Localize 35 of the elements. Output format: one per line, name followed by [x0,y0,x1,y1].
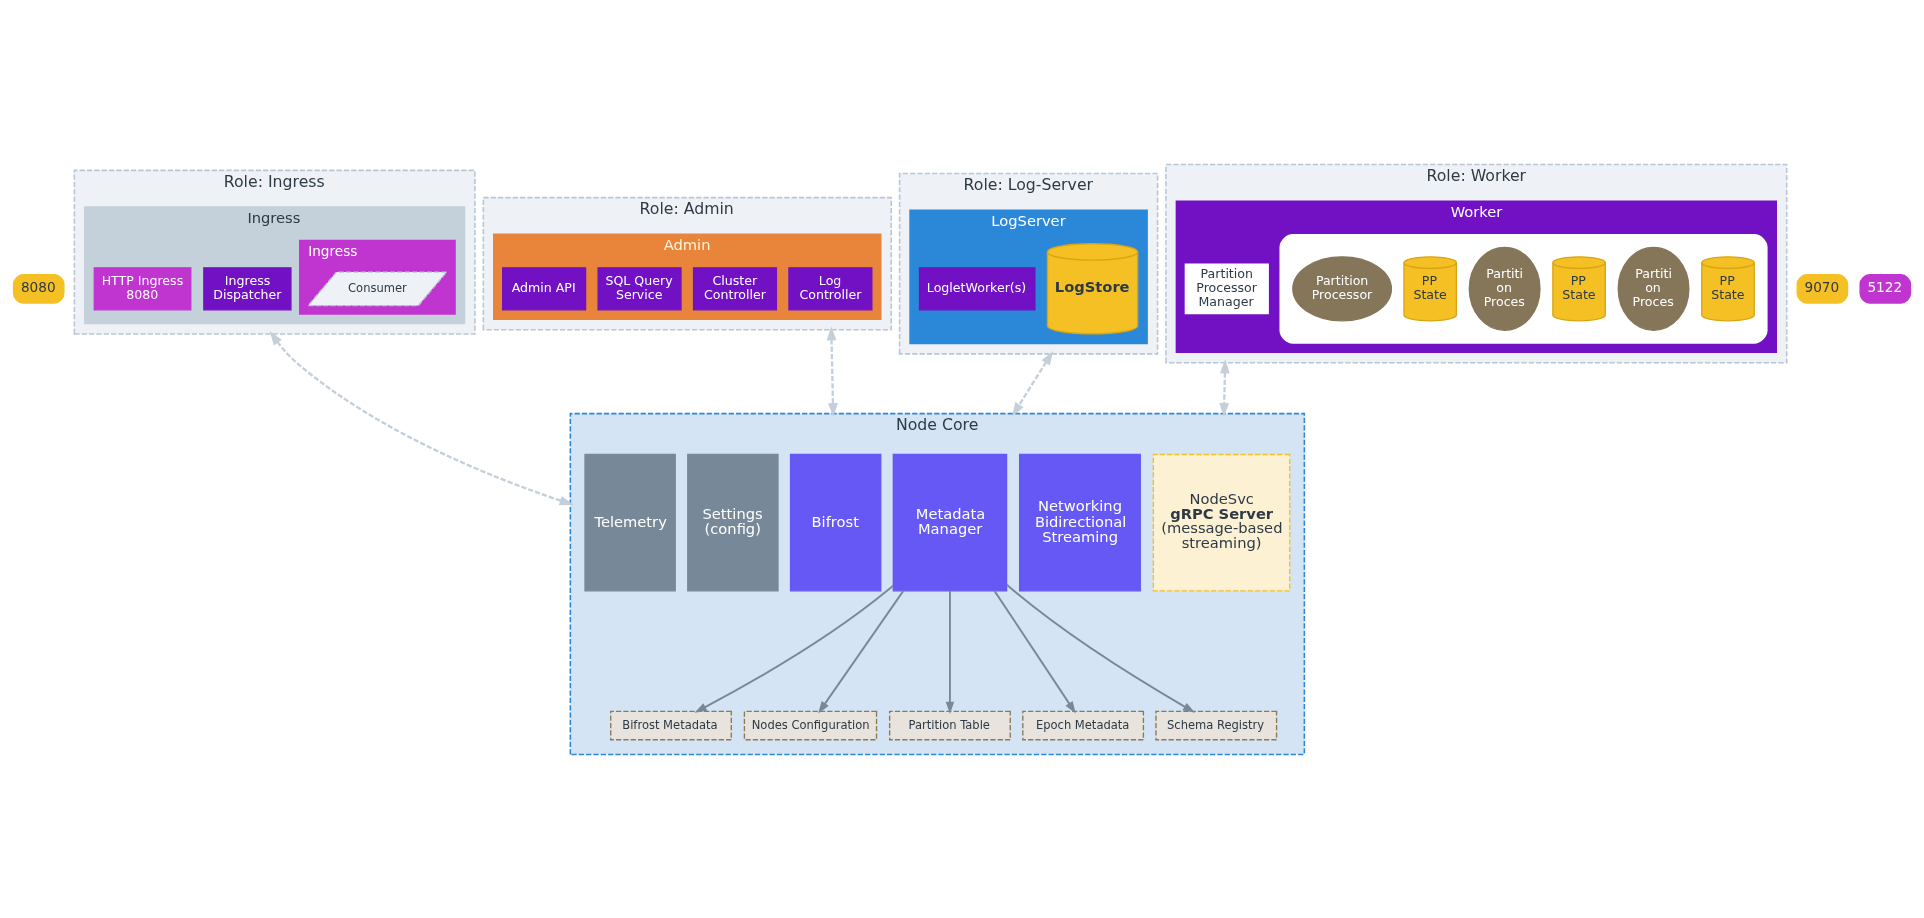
arrow [694,584,895,713]
cluster [1279,233,1768,344]
node-box: Log Controller [788,266,873,310]
node-box: Cluster Controller [692,266,778,310]
arrow [826,325,838,417]
arrow [269,330,574,505]
node-box: Bifrost Metadata [610,710,732,740]
node-box: HTTP Ingress 8080 [93,266,192,310]
arrow [945,589,955,714]
arrow [1005,583,1196,713]
node-box: Schema Registry [1155,710,1278,740]
node-box: Networking Bidirectional Streaming [1019,453,1141,591]
node-box: Partition Processor Manager [1184,263,1269,314]
node-ellipse: Partiti on Proces [1617,246,1690,331]
node-box: 8080 [12,273,65,304]
node-ellipse: Partition Processor [1292,255,1393,321]
node-box: Metadata Manager [892,453,1008,591]
node-box: Partition Table [888,710,1011,740]
arrow [818,589,905,713]
node-box: LogletWorker(s) [918,266,1036,310]
node-box: Nodes Configuration [743,710,878,740]
arrow [993,589,1076,713]
node-box: 5122 [1859,273,1912,304]
node-box: SQL Query Service [597,266,682,310]
arrow [1219,358,1230,417]
node-box: Bifrost [789,453,882,591]
node-box: Admin API [502,266,587,310]
node-box: Settings (config) [687,453,779,591]
node-box: Telemetry [584,453,676,591]
node-box: 9070 [1796,273,1849,304]
node-box: Epoch Metadata [1022,710,1145,740]
node-box: Ingress Dispatcher [203,266,292,310]
node-ellipse: Partiti on Proces [1468,246,1541,331]
arrow [1012,350,1054,417]
node-box: NodeSvc gRPC Server (message-based streaming) [1152,453,1291,591]
